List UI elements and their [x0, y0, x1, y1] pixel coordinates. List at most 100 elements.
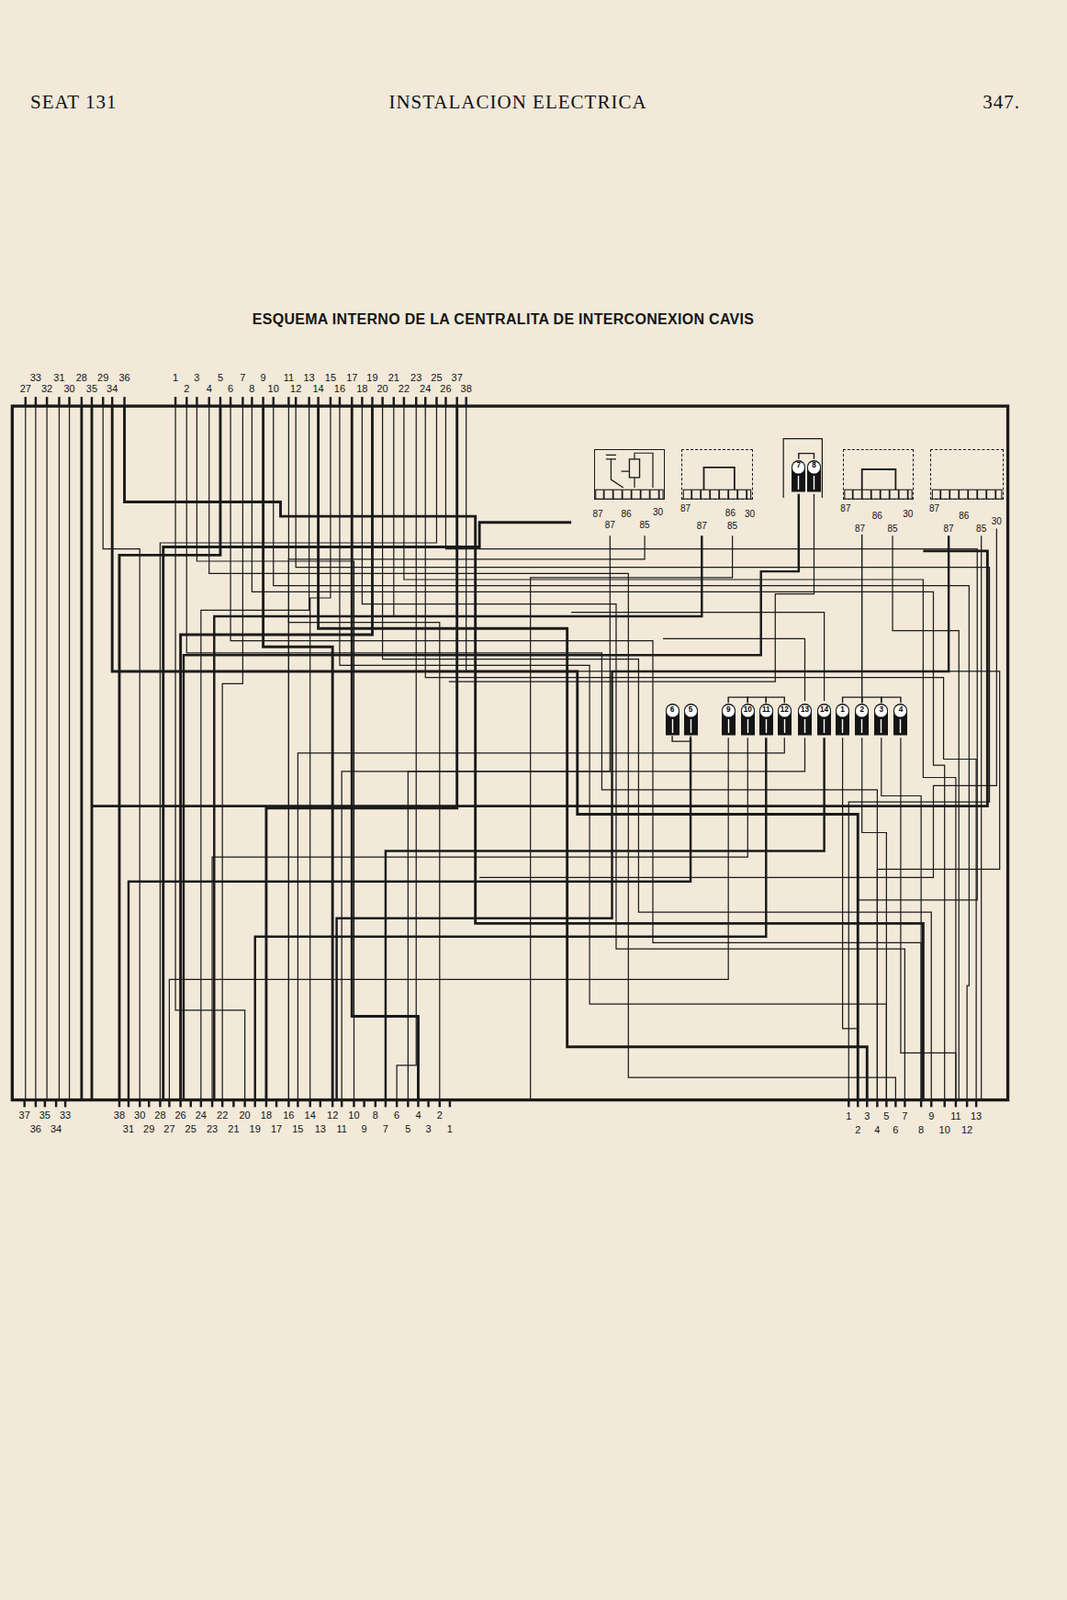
fuse: 12: [776, 702, 793, 736]
wire: [341, 737, 805, 1100]
pin-tick: [903, 1100, 906, 1108]
pin-tick: [296, 1100, 299, 1108]
wire: [168, 737, 729, 1100]
fuse: 9: [720, 702, 737, 736]
wire: [34, 405, 36, 1100]
pin-tick: [44, 1100, 46, 1108]
terminal-number: 30: [990, 515, 1003, 526]
wire: [45, 405, 47, 1100]
pin-number: 9: [260, 371, 267, 383]
terminal-number: 85: [639, 518, 652, 529]
pin-number: 3: [193, 371, 200, 383]
pin-number: 10: [348, 1109, 360, 1121]
pin-number: 27: [163, 1123, 175, 1135]
pin-number: 12: [290, 382, 302, 394]
pin-number: 9: [928, 1110, 934, 1122]
pin-tick: [80, 396, 83, 406]
terminal-blade: [630, 489, 633, 499]
relay-outline: [842, 449, 915, 501]
pin-number: 16: [334, 382, 346, 394]
terminal-blade: [612, 489, 615, 499]
pin-tick: [168, 1100, 170, 1108]
pin-number: 34: [106, 382, 118, 394]
terminal-number: 87: [928, 503, 941, 514]
pin-number: 19: [249, 1123, 261, 1135]
pin-tick: [219, 396, 222, 406]
fuse: 11: [758, 702, 775, 736]
pin-tick: [64, 1100, 67, 1108]
pin-tick: [954, 1100, 957, 1108]
terminal-blade: [939, 489, 942, 499]
pin-number: 1: [172, 371, 179, 383]
pin-tick: [127, 1100, 130, 1108]
pin-tick: [195, 396, 198, 406]
wire: [571, 612, 825, 702]
pin-number: 7: [239, 371, 246, 383]
wire: [842, 737, 859, 1100]
pin-tick: [406, 1100, 409, 1108]
pin-number: 4: [415, 1109, 421, 1121]
wire: [58, 405, 60, 1100]
terminal-blade: [985, 489, 988, 499]
terminal-blade: [957, 489, 960, 499]
pin-tick: [190, 1100, 192, 1108]
wire: [662, 638, 805, 701]
wire-connector: [765, 696, 785, 703]
pin-number: 31: [53, 371, 65, 383]
terminal-number: 30: [901, 507, 914, 518]
pin-number: 12: [326, 1109, 338, 1121]
pin-tick: [90, 396, 93, 406]
pin-tick: [67, 396, 70, 406]
wire-connector: [798, 453, 815, 460]
pin-number: 13: [970, 1110, 982, 1122]
wire: [112, 405, 858, 1100]
wire: [336, 535, 950, 1100]
terminal-blade: [966, 489, 969, 499]
pin-tick: [319, 1100, 322, 1108]
pin-tick: [241, 396, 244, 406]
fuse: 14: [816, 702, 832, 736]
pin-number: 29: [143, 1123, 155, 1135]
pin-number: 24: [195, 1109, 207, 1121]
wire: [24, 405, 26, 1100]
relay-box: 8786308785: [677, 444, 758, 535]
pin-number: 3: [426, 1123, 432, 1135]
pin-number: 20: [238, 1109, 250, 1121]
wire: [980, 535, 982, 1100]
pin-number: 6: [227, 382, 234, 394]
wire: [385, 737, 825, 1100]
terminal-strip: [932, 489, 1002, 499]
pin-number: 14: [312, 382, 324, 394]
pin-tick: [147, 1100, 150, 1108]
pin-tick: [179, 1100, 181, 1108]
pin-number: 24: [419, 382, 431, 394]
fuse-number: 12: [776, 705, 793, 718]
pin-tick: [294, 396, 297, 406]
wire: [251, 405, 944, 1100]
pin-number: 38: [460, 382, 472, 394]
pin-number: 5: [883, 1110, 889, 1122]
relay-box: 8786308785: [589, 444, 670, 535]
pin-number: 3: [864, 1110, 870, 1122]
pin-tick: [275, 1100, 278, 1108]
pin-number: 6: [393, 1109, 400, 1121]
fuse: 5: [683, 702, 699, 736]
pin-number: 13: [303, 371, 315, 383]
pin-tick: [393, 396, 395, 406]
pin-number: 23: [206, 1123, 218, 1135]
fuse: 10: [740, 702, 756, 736]
terminal-blade: [621, 489, 624, 499]
terminal-blade: [640, 489, 642, 499]
wire: [91, 550, 988, 807]
pin-tick: [271, 396, 274, 406]
pin-number: 23: [410, 371, 422, 383]
pin-tick: [138, 1100, 141, 1108]
pin-tick: [101, 396, 104, 406]
pin-number: 9: [361, 1123, 368, 1135]
pin-tick: [200, 1100, 203, 1108]
pin-tick: [338, 396, 341, 406]
pin-number: 25: [430, 371, 442, 383]
pin-number: 33: [59, 1109, 71, 1121]
pin-tick: [894, 1100, 897, 1108]
